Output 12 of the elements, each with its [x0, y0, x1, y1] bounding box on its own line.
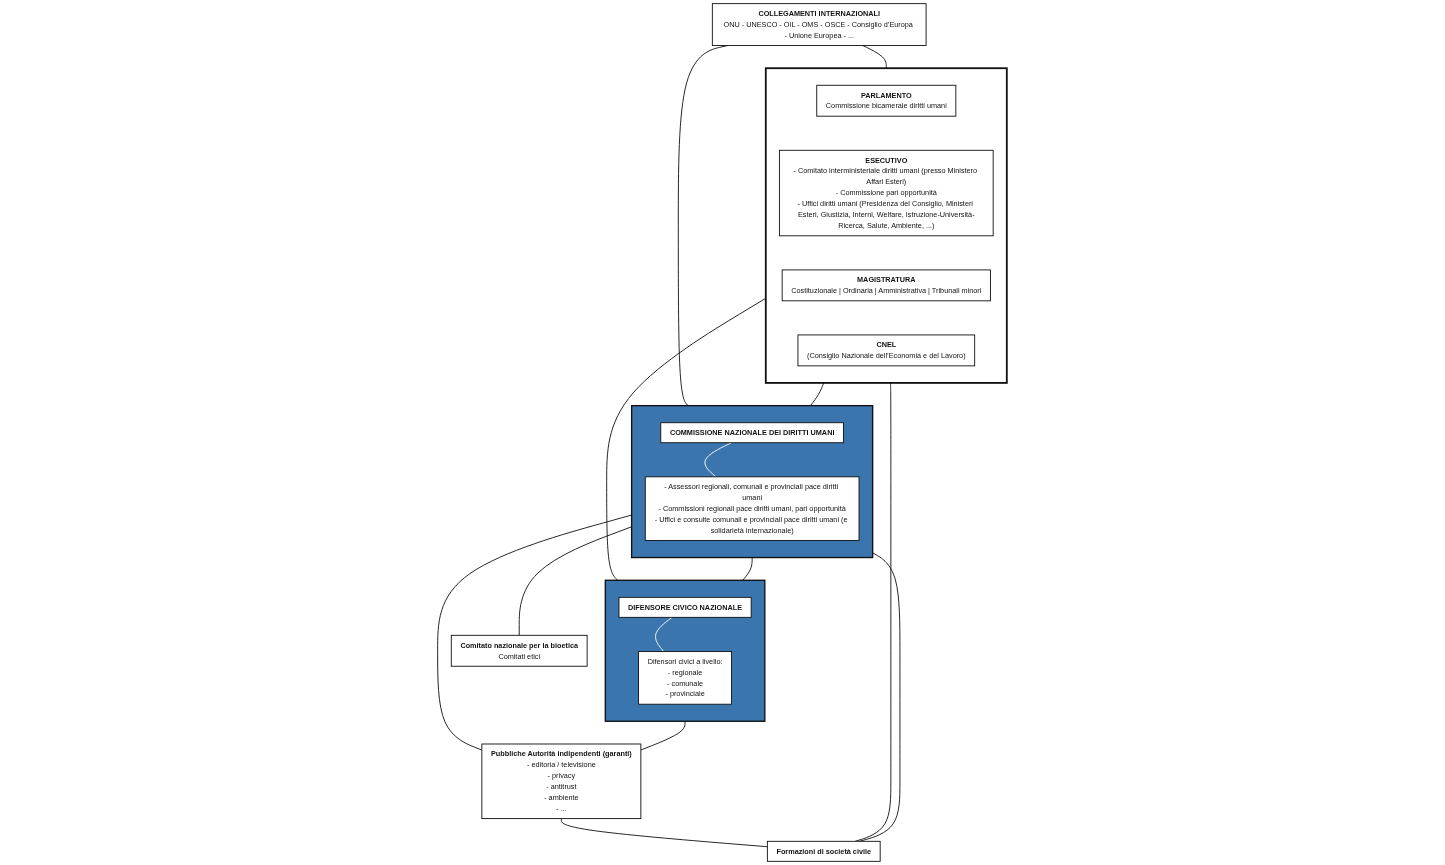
connector — [561, 818, 769, 848]
connector — [810, 382, 825, 407]
cluster — [604, 579, 766, 722]
connector — [742, 557, 753, 581]
connector — [704, 442, 733, 478]
connector — [655, 616, 673, 652]
cluster — [631, 405, 874, 559]
cluster — [765, 67, 1008, 384]
connector — [859, 552, 901, 842]
connector — [862, 45, 887, 69]
connector — [606, 297, 767, 581]
connector — [640, 720, 686, 751]
